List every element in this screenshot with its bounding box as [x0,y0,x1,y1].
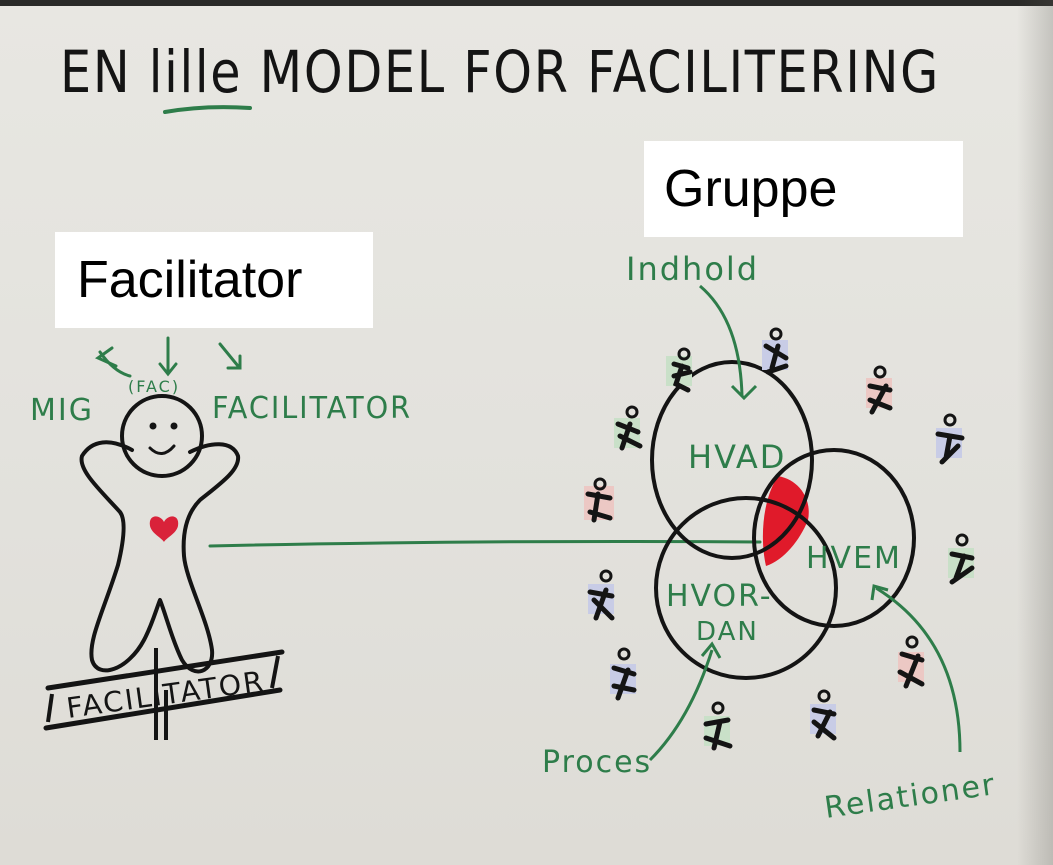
group-member-11 [703,701,733,751]
venn-bottom-label-1: HVOR- [666,579,773,614]
facilitator-sign: FACILITATOR [43,648,285,740]
facilitator-box-label: Facilitator [77,251,303,309]
gruppe-box: Gruppe [644,141,963,237]
connector-line [208,540,762,548]
group-member-7 [948,533,975,585]
head [120,394,204,478]
proces-label: Proces [542,745,652,780]
group-member-6 [584,477,614,523]
proces-arrowhead [700,641,722,659]
group-member-3 [866,365,893,415]
group-member-8 [587,569,615,621]
eye-right [170,422,178,430]
facilitator-box: Facilitator [55,232,373,328]
group-member-2 [762,327,789,375]
facilitator-figure [79,394,241,674]
group-member-9 [897,635,925,689]
group-figures [584,327,975,751]
eye-left [149,422,157,430]
venn-top-label: HVAD [688,438,786,476]
circle-hvordan [654,496,838,680]
group-member-1 [666,347,693,393]
facilitator-green-label: FACILITATOR [212,391,412,426]
group-member-10 [610,647,637,701]
relationer-label: Relationer [822,767,998,826]
relationer-arrowhead [870,584,889,601]
head-arrows [94,336,242,378]
mig-label: MIG [30,393,94,428]
heart-icon [149,516,179,542]
group-member-12 [810,689,837,741]
venn-right-label: HVEM [806,541,902,576]
indhold-arrow [699,284,744,397]
venn-bottom-label-2: DAN [696,617,759,647]
group-member-5 [614,405,643,451]
circle-hvem [752,448,916,628]
indhold-arrowhead [730,384,758,401]
gruppe-box-label: Gruppe [664,160,838,218]
fac-label: (FAC) [128,377,180,396]
title-underline [163,105,252,114]
relationer-arrow [875,586,962,753]
venn-diagram: HVAD HVEM HVOR- DAN [650,360,916,680]
venn-highlight [762,476,809,566]
indhold-label: Indhold [626,250,759,288]
circle-hvad [650,360,814,560]
mouth [148,444,176,455]
group-member-4 [935,413,965,465]
proces-arrow [648,649,714,762]
title: EN lille MODEL FOR FACILITERING [60,38,940,106]
